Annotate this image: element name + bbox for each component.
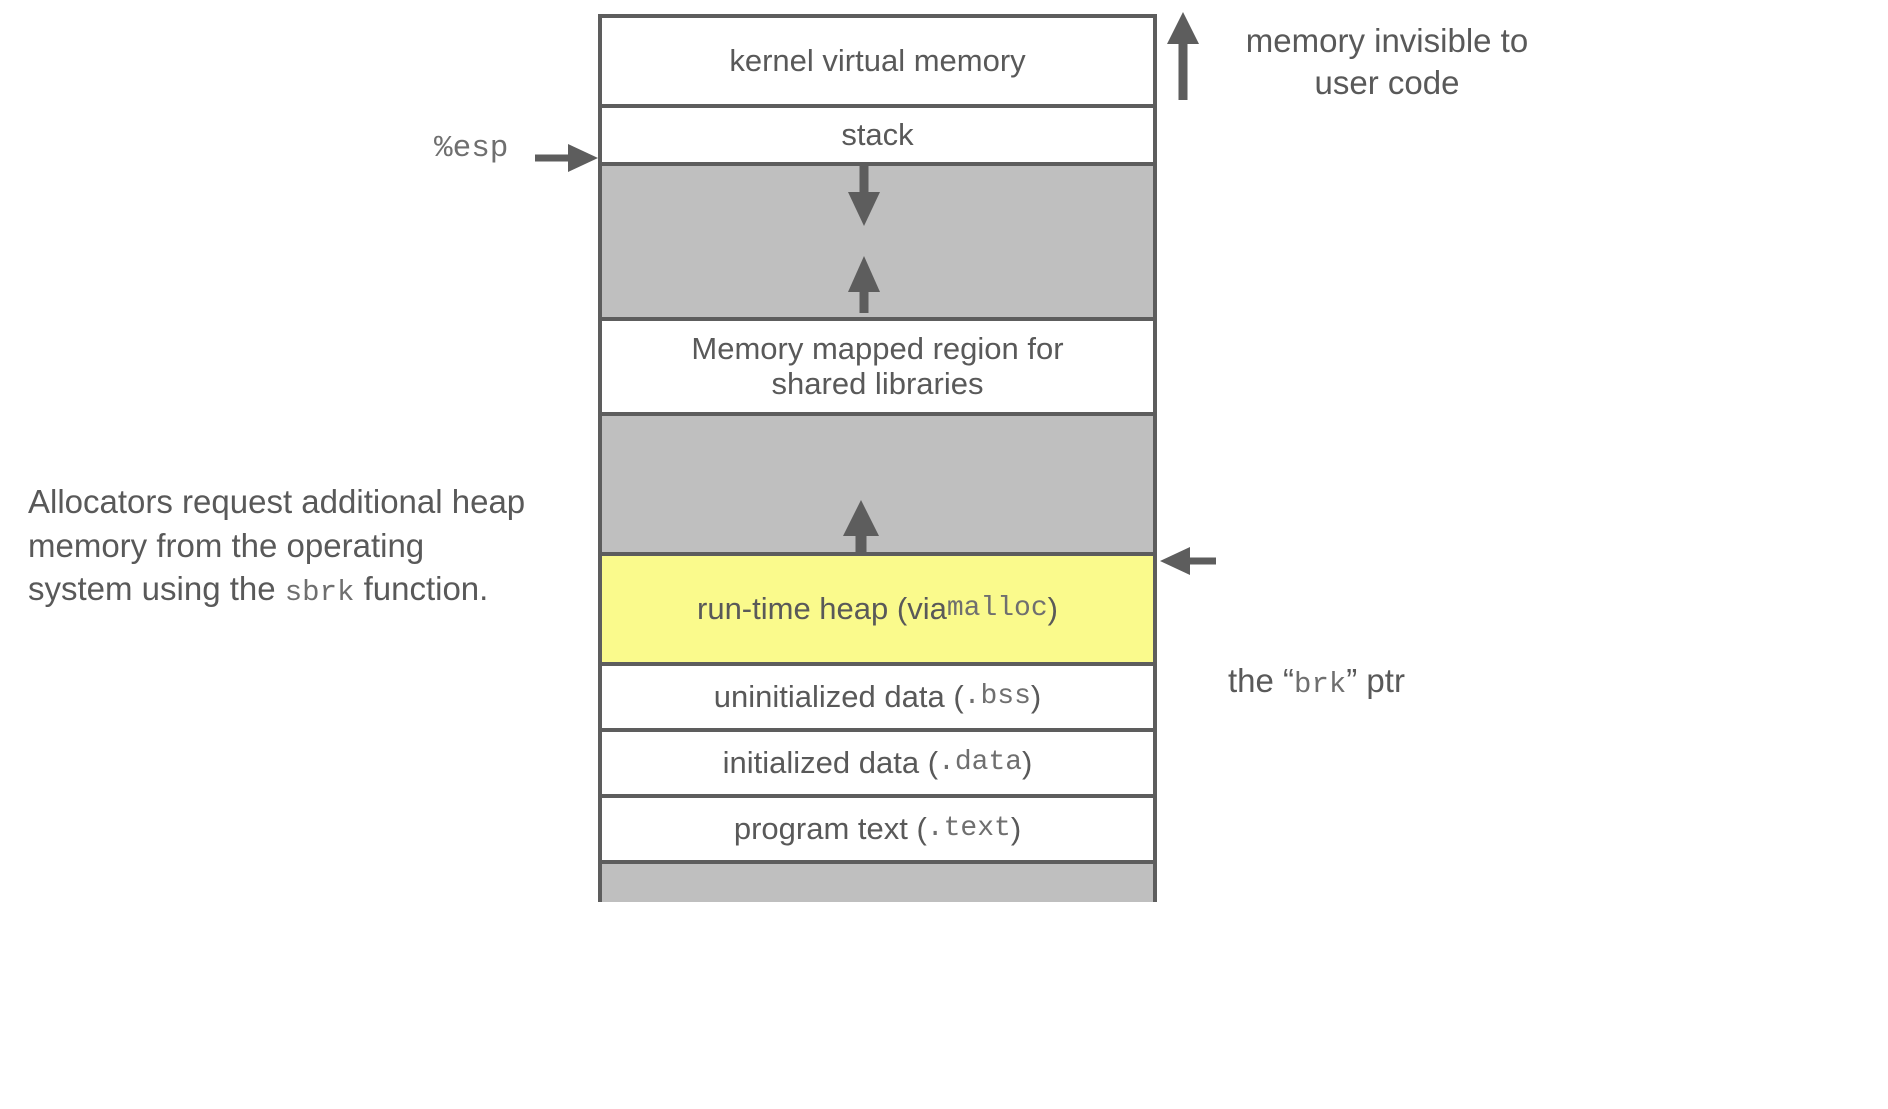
memory-region-label: run-time heap (via xyxy=(697,590,947,626)
memory-region-label: initialized data ( xyxy=(722,744,939,780)
memory-region-data: initialized data (.data) xyxy=(598,728,1157,794)
memory-region-reserved-bottom xyxy=(598,860,1157,902)
memory-region-text: program text (.text) xyxy=(598,794,1157,860)
brk-pointer-note: the “brk” ptr xyxy=(1228,660,1405,704)
memory-region-stack-gap xyxy=(598,162,1157,317)
sbrk-code-label: sbrk xyxy=(284,576,355,610)
invisible-up-arrow xyxy=(1167,12,1199,100)
allocator-note-part2: function. xyxy=(354,570,489,608)
memory-region-heap: run-time heap (via malloc) xyxy=(598,552,1157,662)
brk-note-suffix: ” ptr xyxy=(1346,662,1405,699)
brk-left-arrow xyxy=(1160,547,1216,575)
memory-region-bss: uninitialized data (.bss) xyxy=(598,662,1157,728)
memory-region-mmap: Memory mapped region for shared librarie… xyxy=(598,317,1157,412)
memory-region-code: .bss xyxy=(963,681,1031,713)
memory-invisible-note-line1: memory invisible to xyxy=(1245,22,1529,59)
memory-region-label: program text ( xyxy=(733,810,927,846)
memory-invisible-note: memory invisible to user code xyxy=(1222,20,1552,103)
memory-region-mmap-gap xyxy=(598,412,1157,552)
memory-region-label: kernel virtual memory xyxy=(729,42,1026,78)
memory-invisible-note-line2: user code xyxy=(1314,63,1460,101)
memory-region-kernel: kernel virtual memory xyxy=(598,14,1157,104)
allocator-note-part1: Allocators request additional heap memor… xyxy=(28,483,526,608)
memory-region-label: uninitialized data ( xyxy=(713,678,964,714)
memory-region-stack: stack xyxy=(598,104,1157,162)
memory-layout-column: kernel virtual memory stack Memory mappe… xyxy=(598,14,1157,902)
esp-right-arrow xyxy=(535,144,598,172)
memory-region-label: Memory mapped region for shared librarie… xyxy=(691,330,1064,401)
memory-region-code: .data xyxy=(938,747,1023,779)
brk-code-label: brk xyxy=(1294,668,1347,701)
memory-region-code: malloc xyxy=(946,593,1048,625)
memory-region-suffix: ) xyxy=(1022,744,1033,780)
memory-region-suffix: ) xyxy=(1010,810,1022,846)
esp-register-label: %esp xyxy=(434,131,509,166)
allocator-sbrk-note: Allocators request additional heap memor… xyxy=(28,480,528,612)
brk-note-prefix: the “ xyxy=(1228,662,1295,699)
memory-region-suffix: ) xyxy=(1030,678,1042,714)
memory-region-label: stack xyxy=(841,116,914,152)
memory-region-code: .text xyxy=(926,813,1011,845)
memory-region-suffix: ) xyxy=(1047,590,1058,626)
